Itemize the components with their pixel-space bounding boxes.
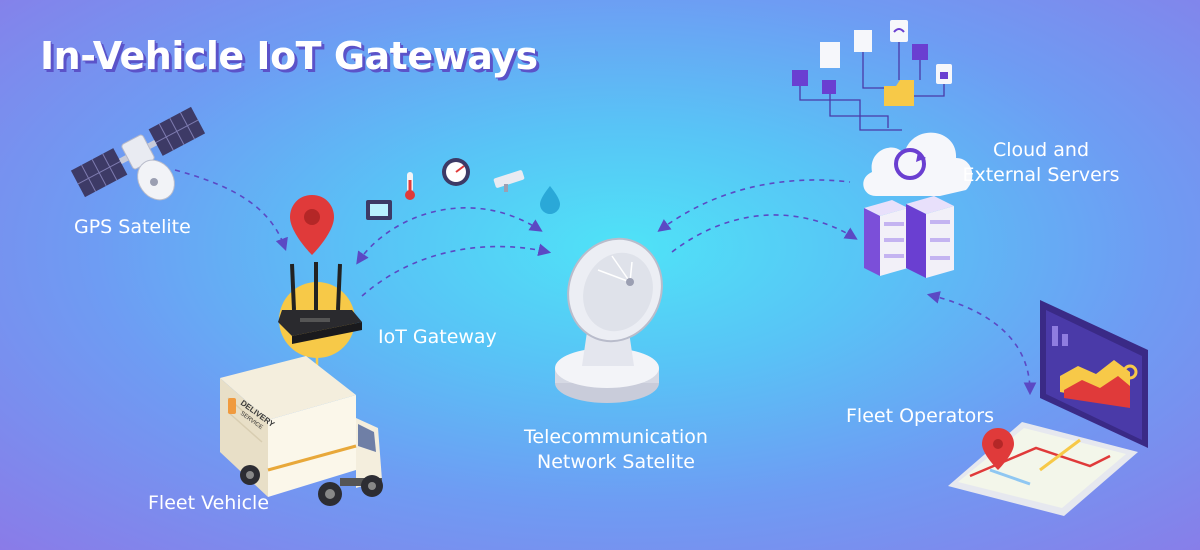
connector-telecom-to-cloud-upper	[657, 179, 851, 232]
telecom-label-line2: Network Satelite	[537, 451, 695, 473]
gps-satellite-label: GPS Satelite	[74, 216, 191, 238]
cloud-servers-label: Cloud and External Servers	[948, 138, 1134, 188]
fleet-vehicle-label: Fleet Vehicle	[148, 492, 270, 514]
gauge-icon	[442, 158, 470, 186]
satellite-dish-icon	[555, 237, 663, 403]
cloud-sync-icon	[863, 132, 973, 196]
iot-gateway-label: IoT Gateway	[378, 326, 497, 348]
thermometer-icon	[405, 172, 415, 200]
security-camera-icon	[493, 170, 525, 192]
server-rack-icon	[864, 196, 954, 278]
cloud-label-line2: External Servers	[962, 164, 1120, 186]
circuit-lines	[799, 42, 945, 131]
location-pin-icon	[290, 195, 334, 255]
folder-icon	[884, 80, 914, 106]
connectors	[174, 169, 1037, 396]
document-icons	[792, 30, 928, 94]
connector-gateway-to-telecom	[361, 243, 552, 297]
dashboard-screen-icon	[1040, 300, 1148, 448]
satellite-icon	[70, 106, 206, 201]
wifi-icon	[890, 20, 908, 42]
fleet-operators-label: Fleet Operators	[846, 405, 995, 427]
delivery-truck-icon	[220, 356, 383, 506]
monitor-icon	[366, 200, 392, 220]
cloud-label-line1: Cloud and	[992, 139, 1090, 161]
router-icon	[278, 262, 362, 358]
connector-gateway-to-sensors	[356, 207, 543, 265]
connector-cloud-to-operators	[926, 291, 1037, 396]
telecom-satellite-label: Telecommunication Network Satelite	[506, 425, 726, 475]
map-phone-icon	[948, 422, 1138, 516]
connector-gps-to-gateway	[174, 169, 288, 252]
diagram-title: In-Vehicle IoT Gateways	[40, 34, 538, 78]
water-drop-icon	[540, 186, 560, 214]
telecom-label-line1: Telecommunication	[524, 426, 708, 448]
lock-icon	[936, 64, 952, 84]
connector-telecom-to-cloud-lower	[671, 214, 858, 253]
